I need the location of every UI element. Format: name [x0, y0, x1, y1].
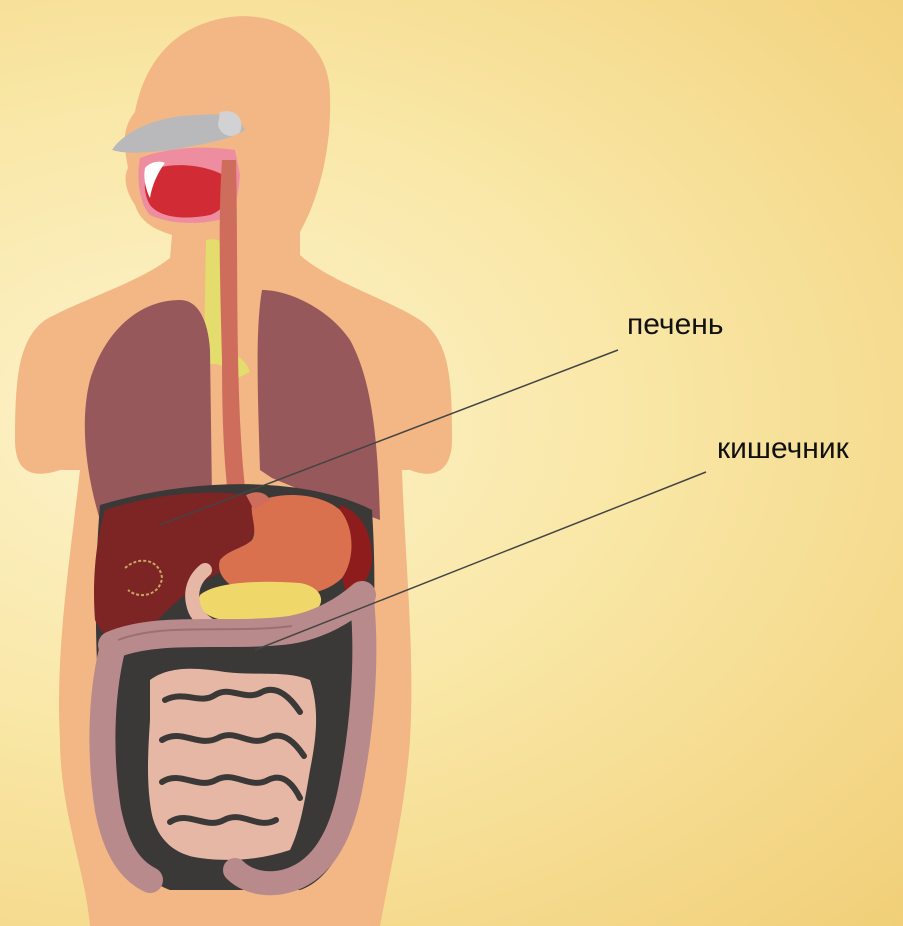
intestine-label: кишечник	[717, 432, 849, 466]
liver-label: печень	[627, 308, 723, 342]
